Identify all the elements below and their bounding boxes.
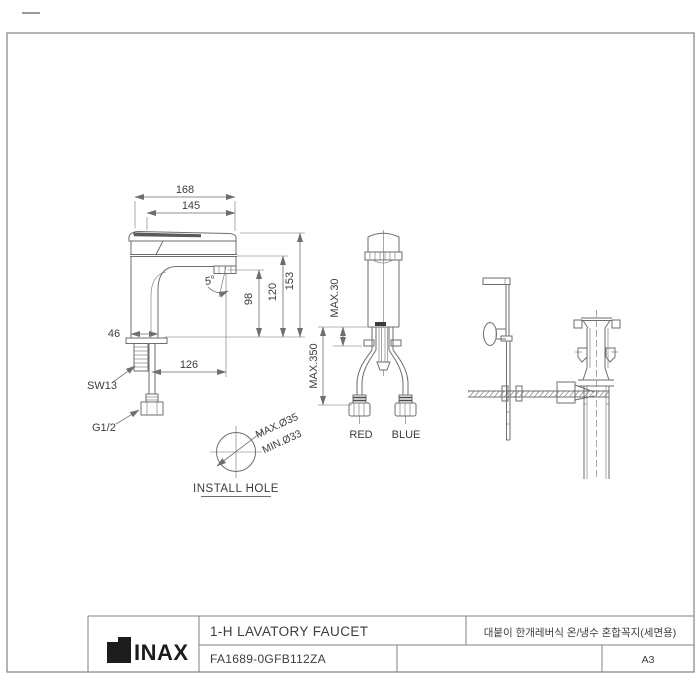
label-sw13: SW13: [87, 380, 117, 392]
product-title: 1-H LAVATORY FAUCET: [210, 624, 368, 639]
label-blue: BLUE: [392, 429, 421, 441]
dim-153: 153: [284, 272, 296, 290]
front-view: MAX.30 MAX.350 RED BLUE: [308, 230, 420, 441]
hose-nuts: [348, 402, 417, 424]
title-block: INAX 1-H LAVATORY FAUCET FA1689-0GFB112Z…: [87, 615, 694, 672]
lever-shade: [133, 232, 201, 238]
dim-120: 120: [267, 283, 279, 301]
dim-46: 46: [108, 328, 120, 340]
drawing-border: [6, 32, 695, 673]
side-view-dimensions: 168 145 153 120 98 46 126 SW13 G1/2: [87, 184, 305, 434]
sheet-size: A3: [642, 654, 655, 666]
product-description-kr: 대붙이 한개레버식 온/냉수 혼합꼭지(세면용): [484, 626, 677, 639]
inax-logo: INAX: [107, 637, 189, 665]
drain-installation-view: [468, 277, 621, 480]
popup-rod: [376, 327, 391, 376]
dim-126: 126: [180, 359, 198, 371]
brand-name: INAX: [134, 640, 189, 665]
angle-label: 5°: [203, 274, 217, 288]
dim-max350: MAX.350: [308, 343, 320, 388]
install-hole-detail: MAX.Ø35 MIN.Ø33 INSTALL HOLE: [193, 411, 304, 497]
hose-ferrules: [352, 394, 413, 404]
body-logo-mark: [375, 322, 386, 326]
label-red: RED: [349, 429, 372, 441]
shank-threads: [134, 346, 148, 368]
dim-98: 98: [243, 293, 255, 305]
dim-168: 168: [176, 184, 194, 196]
model-number: FA1689-0GFB112ZA: [210, 652, 326, 666]
inax-logo-mark: [107, 637, 131, 663]
dim-max30: MAX.30: [329, 278, 341, 317]
dim-145: 145: [182, 200, 200, 212]
collar-knurls: [369, 252, 396, 260]
side-view: 5°: [125, 230, 237, 416]
label-g12: G1/2: [92, 422, 116, 434]
install-hole-caption: INSTALL HOLE: [193, 483, 279, 495]
